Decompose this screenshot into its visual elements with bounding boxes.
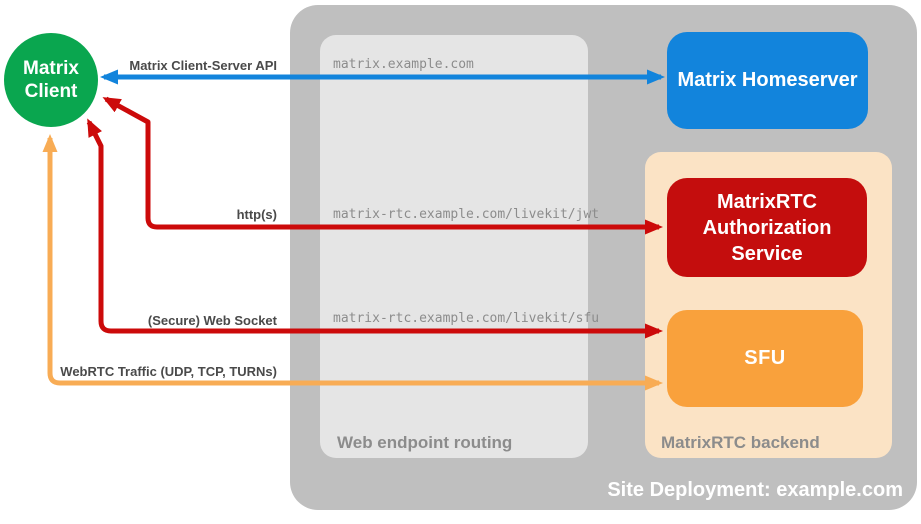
web-endpoint-routing-caption: Web endpoint routing: [337, 433, 513, 452]
sfu-label: SFU: [744, 347, 786, 369]
matrixrtc-auth-service-label: MatrixRTC Authorization Service: [702, 190, 832, 265]
web-endpoint-routing-box: [320, 35, 588, 458]
endpoint-livekit-jwt: matrix-rtc.example.com/livekit/jwt: [333, 207, 600, 222]
endpoint-matrix-example-com: matrix.example.com: [333, 57, 474, 72]
matrix-client-label-line1: Matrix: [23, 58, 79, 79]
matrix-homeserver-label: Matrix Homeserver: [677, 69, 858, 91]
matrix-homeserver-node: Matrix Homeserver: [667, 32, 868, 129]
sfu-node: SFU: [667, 310, 863, 407]
websocket-arrow-label: (Secure) Web Socket: [147, 313, 277, 328]
matrix-client-node: Matrix Client: [4, 33, 98, 127]
matrixrtc-auth-service-node: MatrixRTC Authorization Service: [667, 178, 867, 277]
matrix-client-label-line2: Client: [24, 81, 78, 102]
https-arrow-label: http(s): [236, 207, 277, 222]
matrixrtc-backend-caption: MatrixRTC backend: [661, 433, 820, 452]
client-server-api-arrow-label: Matrix Client-Server API: [129, 58, 277, 73]
webrtc-arrow-label: WebRTC Traffic (UDP, TCP, TURNs): [60, 364, 277, 379]
site-deployment-caption: Site Deployment: example.com: [607, 479, 903, 501]
endpoint-livekit-sfu: matrix-rtc.example.com/livekit/sfu: [333, 311, 600, 326]
